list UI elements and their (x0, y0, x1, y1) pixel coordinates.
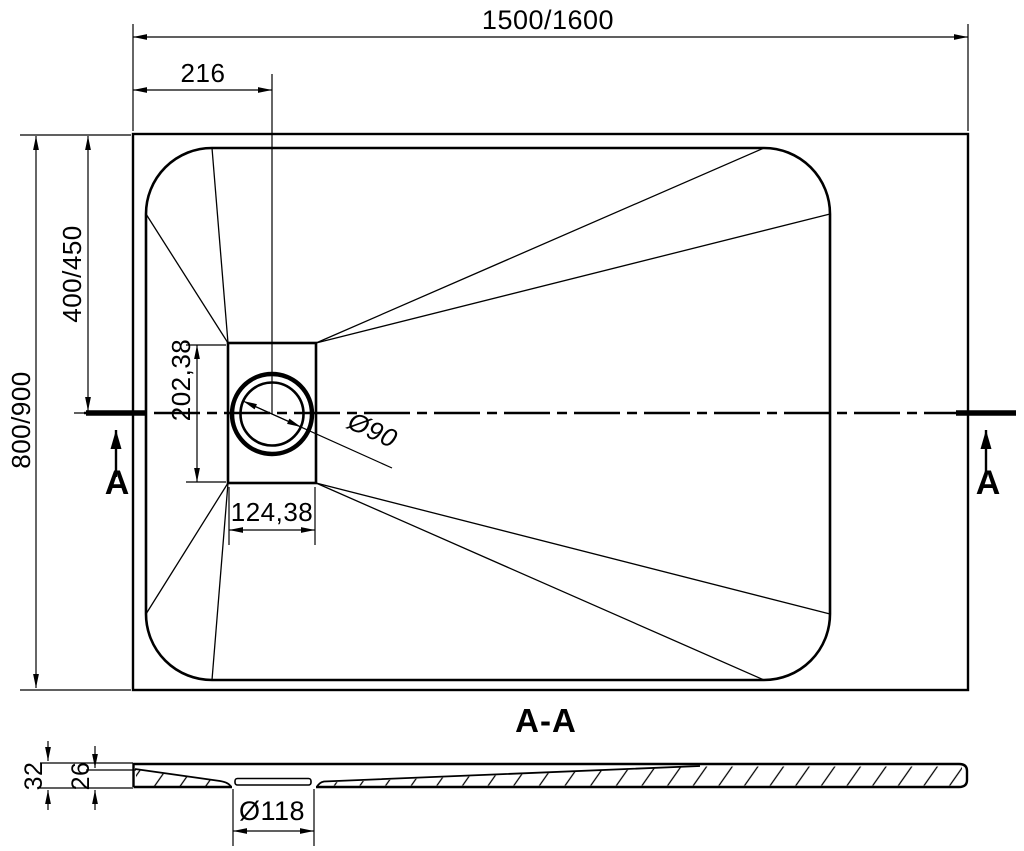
section-hatch-right (318, 766, 962, 786)
drain-plate (234, 777, 312, 786)
dim-edge-height-value: 32 (20, 762, 48, 791)
dim-overall-depth-value: 800/900 (6, 371, 36, 468)
dim-drain-hole: Ø118 (232, 789, 315, 846)
dim-drain-diameter: Ø90 (242, 400, 402, 469)
dim-drain-box-width-value: 124,38 (231, 497, 314, 527)
dim-drain-offset-x: 216 (133, 58, 272, 93)
dim-drain-offset-x-value: 216 (181, 58, 226, 88)
dim-edge-height: 32 (20, 741, 133, 810)
top-view: A A 1500/1600 216 800/900 (6, 5, 1016, 692)
section-profile (132, 762, 969, 789)
section-hatch-left (136, 770, 230, 786)
dim-overall-depth: 800/900 (6, 134, 131, 691)
section-title: A-A (515, 702, 577, 739)
dim-drain-hole-value: Ø118 (239, 796, 305, 826)
dim-overall-width-value: 1500/1600 (482, 5, 614, 35)
section-cut-marker-left: A (86, 410, 146, 502)
section-label-left: A (105, 464, 130, 502)
dim-centerline-offset: 400/450 (57, 136, 100, 414)
slope-lines (145, 147, 831, 681)
dim-centerline-offset-value: 400/450 (57, 225, 87, 322)
dim-drain-box-height: 202,38 (166, 339, 226, 483)
dim-overall-width: 1500/1600 (132, 5, 969, 131)
section-view: A-A 32 26 (20, 702, 969, 846)
dim-inner-height-value: 26 (67, 762, 95, 791)
section-label-right: A (976, 464, 1001, 502)
dim-drain-box-height-value: 202,38 (166, 339, 196, 422)
dim-drain-box-width: 124,38 (228, 487, 316, 545)
dim-inner-height: 26 (67, 746, 136, 810)
section-cut-marker-right: A (956, 410, 1016, 502)
